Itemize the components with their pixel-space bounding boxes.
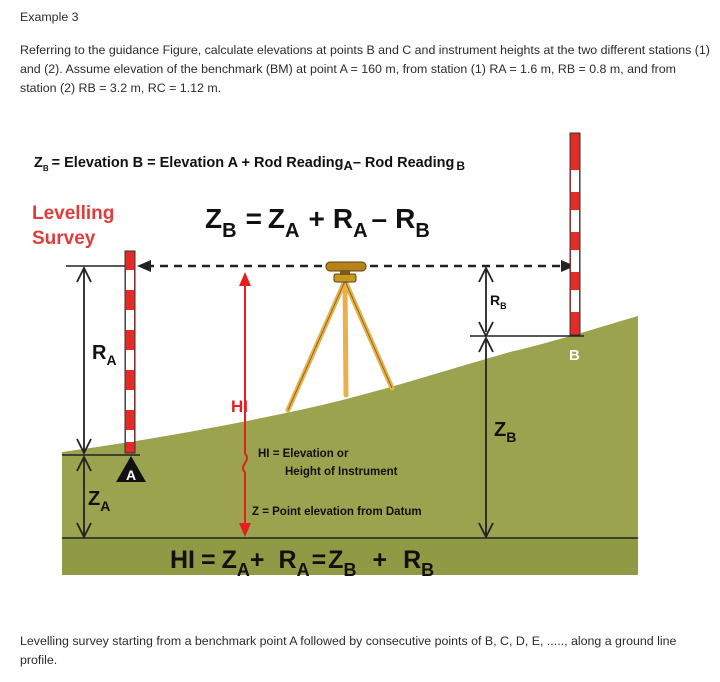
za-arrow-top bbox=[76, 454, 92, 472]
datum-band bbox=[62, 538, 638, 575]
formula-top-z-sub: B bbox=[43, 164, 49, 173]
point-a-marker bbox=[116, 456, 146, 482]
sight-arrowhead-left bbox=[137, 260, 151, 272]
hi-break-symbol bbox=[242, 453, 248, 473]
ra-arrow-top bbox=[76, 265, 92, 283]
level-rod-b bbox=[569, 132, 581, 336]
bottom-equation: HI=ZA+RA=ZB+RB bbox=[170, 546, 434, 580]
hi-definition-line2: Height of Instrument bbox=[285, 466, 398, 478]
formula-top-rod-a: A bbox=[343, 158, 353, 173]
levelling-survey-figure: ZB= Elevation B = Elevation A + Rod Read… bbox=[32, 132, 638, 580]
formula-top: ZB= Elevation B = Elevation A + Rod Read… bbox=[34, 155, 465, 173]
formula-top-mid: – Rod Reading bbox=[353, 155, 455, 171]
label-zb: ZB bbox=[494, 419, 516, 445]
label-rb: RB bbox=[490, 292, 507, 311]
za-arrow-bottom bbox=[76, 522, 92, 540]
label-ra: RA bbox=[92, 342, 117, 368]
hi-arrowhead-bottom bbox=[239, 523, 251, 537]
ground-profile bbox=[62, 316, 638, 575]
figure-title-line1: Levelling bbox=[32, 203, 114, 224]
main-equation: ZB=ZA+RA–RB bbox=[205, 203, 430, 242]
z-definition: Z = Point elevation from Datum bbox=[252, 506, 422, 518]
ra-arrow-bottom bbox=[76, 438, 92, 456]
zb-arrow-top bbox=[478, 335, 494, 353]
hi-arrowhead-top bbox=[239, 272, 251, 286]
point-b-label: B bbox=[569, 347, 580, 364]
figure-caption: Levelling survey starting from a benchma… bbox=[20, 634, 677, 667]
label-hi: HI bbox=[231, 397, 248, 416]
rb-arrow-top bbox=[478, 265, 494, 283]
tripod-level-instrument bbox=[285, 261, 395, 413]
zb-arrow-bottom bbox=[478, 522, 494, 540]
problem-statement: Referring to the guidance Figure, calcul… bbox=[20, 43, 710, 95]
formula-top-rod-b: B bbox=[456, 159, 465, 173]
figure-title-line2: Survey bbox=[32, 228, 96, 249]
level-rod-a bbox=[124, 250, 136, 454]
label-za: ZA bbox=[88, 488, 110, 514]
point-a-label: A bbox=[126, 467, 136, 483]
example-heading: Example 3 bbox=[20, 10, 79, 24]
formula-top-z: Z bbox=[34, 155, 43, 171]
formula-top-rest: = Elevation B = Elevation A + Rod Readin… bbox=[52, 155, 344, 171]
sight-arrowhead-right bbox=[561, 260, 575, 272]
hi-definition-line1: HI = Elevation or bbox=[258, 448, 349, 460]
